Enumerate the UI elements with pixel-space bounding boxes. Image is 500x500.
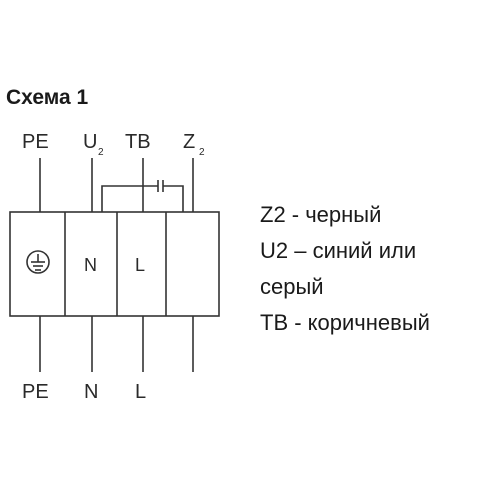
ground-icon (26, 250, 50, 274)
terminal-bottom-pe: PE (22, 381, 49, 403)
top-wires (39, 158, 194, 212)
legend-line-z2: Z2 - черный (260, 202, 381, 227)
terminal-top-z2-subscript: 2 (199, 147, 205, 158)
legend-line-tb: TB - коричневый (260, 310, 430, 335)
bottom-wires (39, 316, 194, 372)
terminal-top-pe: PE (22, 131, 49, 153)
legend-line-u2-cont: серый (260, 274, 324, 299)
terminal-top-u2: U (83, 131, 97, 153)
terminal-top-z2: Z (183, 131, 195, 153)
diagram-title: Схема 1 (6, 86, 88, 109)
cell-label-n: N (84, 255, 97, 275)
cell-label-l: L (135, 255, 145, 275)
terminal-bottom-n: N (84, 381, 98, 403)
terminal-top-tb: TB (125, 131, 151, 153)
capacitor-bridge (101, 180, 184, 212)
terminal-bottom-l: L (135, 381, 146, 403)
terminal-top-u2-subscript: 2 (98, 147, 104, 158)
terminal-block (9, 211, 220, 317)
color-legend: Z2 - черный U2 – синий или серый TB - ко… (260, 202, 430, 335)
legend-line-u2: U2 – синий или (260, 238, 416, 263)
